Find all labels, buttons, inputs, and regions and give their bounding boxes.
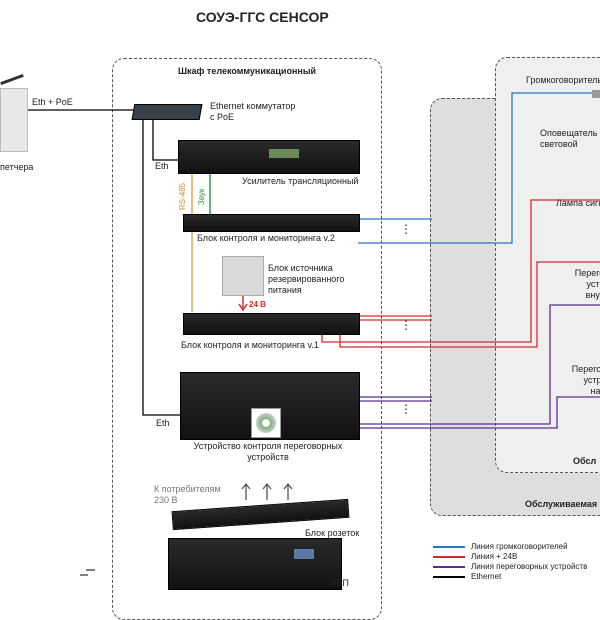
intercom-in-label: Переговорустройсвнутрен bbox=[559, 268, 600, 301]
intercom-label-2: устройств bbox=[247, 452, 289, 462]
intercom-out-3: наруж bbox=[590, 386, 600, 396]
ellipsis-1: ⋮ bbox=[400, 222, 412, 236]
switch-label-2: с PoE bbox=[210, 112, 235, 122]
intercom-line-1 bbox=[358, 396, 432, 402]
intercom-out-1: Переговор bbox=[571, 364, 600, 374]
legend-item: Линия переговорных устройств bbox=[433, 562, 587, 572]
switch-label-1: Ethernet коммутатор bbox=[210, 101, 296, 111]
speaker-line-2 bbox=[358, 92, 600, 244]
intercom-out-label: Переговорустройснаруж bbox=[556, 364, 600, 397]
page-title: СОУЭ-ГГС СЕНСОР bbox=[196, 9, 329, 25]
ethernet-switch[interactable] bbox=[131, 104, 203, 120]
intercom-in-2: устройс bbox=[586, 279, 600, 289]
legend: Линия громкоговорителей Линия + 24В Лини… bbox=[433, 542, 587, 582]
power-strip-label: Блок розеток bbox=[305, 528, 360, 538]
legend-label: Линия громкоговорителей bbox=[471, 542, 568, 551]
intercom-line-2 bbox=[358, 304, 600, 425]
consumers-label-1: К потребителям bbox=[154, 484, 221, 494]
intercom-in-1: Переговор bbox=[574, 268, 600, 278]
legend-item: Линия громкоговорителей bbox=[433, 542, 587, 552]
wiring bbox=[28, 92, 600, 576]
intercom-label-1: Устройство контроля переговорных bbox=[193, 441, 343, 451]
light-label-2: световой bbox=[540, 139, 578, 149]
bkm-v1[interactable] bbox=[183, 313, 360, 335]
intercom-controller[interactable] bbox=[180, 372, 360, 440]
rs485-label: RS-485 bbox=[178, 182, 187, 210]
amplifier-label: Усилитель трансляционный bbox=[242, 176, 359, 186]
light-label-1: Оповещатель bbox=[540, 128, 598, 138]
speaker-icon[interactable] bbox=[592, 90, 600, 98]
ellipsis-2: ⋮ bbox=[400, 318, 412, 332]
legend-label: Линия переговорных устройств bbox=[471, 562, 588, 571]
eth-intercom-line bbox=[142, 120, 182, 416]
speaker-label: Громкоговоритель bbox=[526, 75, 600, 85]
psu-box[interactable] bbox=[222, 256, 264, 296]
intercom-line-3 bbox=[358, 396, 600, 429]
intercom-out-2: устройс bbox=[583, 375, 600, 385]
eth-label-intercom: Eth bbox=[156, 418, 170, 428]
psu-label-2: резервированного bbox=[268, 274, 345, 284]
sound-label: Звук bbox=[197, 188, 206, 205]
v24-label: 24 В bbox=[249, 300, 266, 309]
v24-line-3 bbox=[339, 261, 600, 348]
psu-label-1: Блок источника bbox=[268, 263, 333, 273]
bkm-v1-label: Блок контроля и мониторинга v.1 bbox=[181, 340, 319, 350]
v24-line-1 bbox=[358, 315, 432, 321]
dispatcher-label: петчера bbox=[0, 162, 34, 172]
psu-label-3: питания bbox=[268, 285, 302, 295]
outlet-arrows-icon bbox=[241, 482, 293, 500]
cd-icon bbox=[251, 408, 281, 438]
bkm-v2-label: Блок контроля и мониторинга v.2 bbox=[197, 233, 335, 243]
v24-line-2 bbox=[321, 199, 600, 343]
ups[interactable] bbox=[168, 538, 342, 590]
dispatcher-console-icon[interactable] bbox=[0, 88, 28, 152]
amplifier[interactable] bbox=[178, 140, 360, 174]
ellipsis-3: ⋮ bbox=[400, 402, 412, 416]
ups-label: ИБП bbox=[330, 578, 349, 588]
bkm-v2[interactable] bbox=[183, 214, 360, 232]
legend-label: Линия + 24В bbox=[471, 552, 518, 561]
eth-label-amp: Eth bbox=[155, 161, 169, 171]
outer-zone-label: Обслуживаемая bbox=[525, 499, 598, 509]
eth-poe-label: Eth + PoE bbox=[32, 97, 73, 107]
cabinet-label: Шкаф телекоммуникационный bbox=[178, 66, 317, 76]
lamp-label: Лампа сигн bbox=[556, 198, 600, 208]
inner-zone-label: Обсл bbox=[573, 456, 597, 466]
consumers-label-2: 230 В bbox=[154, 495, 178, 505]
intercom-in-3: внутрен bbox=[585, 290, 600, 300]
legend-item: Линия + 24В bbox=[433, 552, 587, 562]
legend-label: Ethernet bbox=[471, 572, 502, 581]
legend-item: Ethernet bbox=[433, 572, 587, 582]
eth-amp-line bbox=[152, 120, 178, 161]
